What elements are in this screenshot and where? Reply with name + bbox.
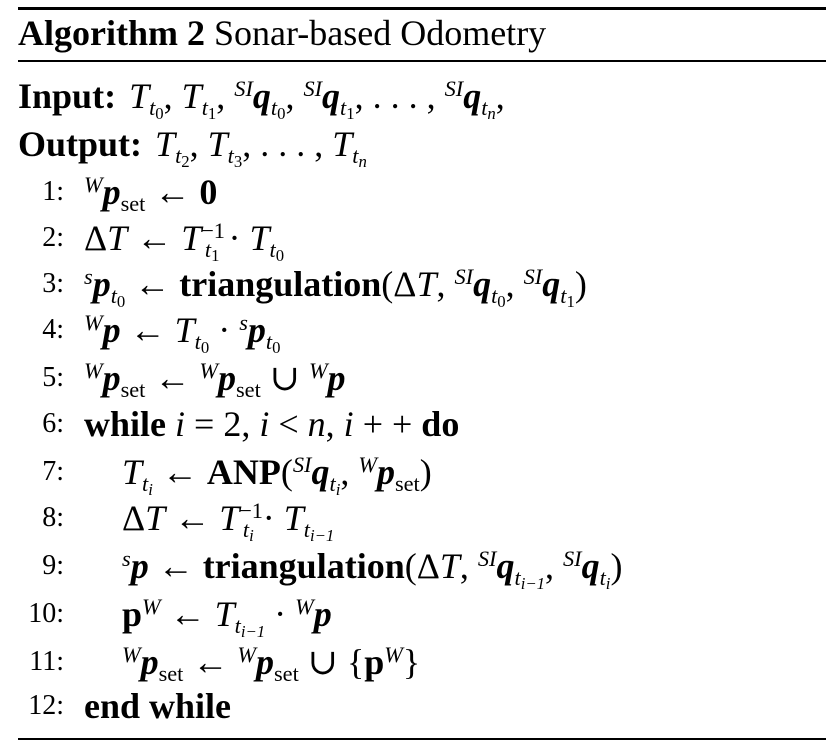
output-line: Output: Tt2, Tt3, . . . , Ttn [18, 124, 367, 171]
line-number: 2: [42, 222, 64, 253]
output-label: Output: [18, 124, 143, 164]
do-keyword: do [421, 404, 460, 444]
line-number: 12: [28, 690, 64, 721]
title-rule [18, 60, 826, 62]
line-number: 10: [28, 598, 64, 629]
algorithm-label: Algorithm 2 [18, 13, 205, 53]
triangulation-keyword: triangulation [202, 546, 405, 586]
line-number: 11: [29, 646, 64, 677]
bottom-rule [18, 738, 826, 740]
while-keyword: while [84, 404, 167, 444]
anp-keyword: ANP [206, 452, 281, 492]
line-number: 7: [42, 456, 64, 487]
end-while-keyword: end while [84, 686, 232, 726]
algorithm-name: Sonar-based Odometry [213, 13, 547, 53]
triangulation-keyword: triangulation [179, 264, 382, 304]
top-rule [18, 7, 826, 10]
line-number: 9: [42, 550, 64, 581]
input-line: Input: Tt0, Tt1, SIqt0, SIqt1, . . . , S… [18, 75, 505, 123]
line-number: 8: [42, 502, 64, 533]
algorithm-title: Algorithm 2 Sonar-based Odometry [18, 10, 546, 56]
line-number: 5: [42, 362, 64, 393]
line-number: 6: [42, 408, 64, 439]
line-number: 4: [42, 314, 64, 345]
input-label: Input: [18, 76, 117, 116]
line-number: 3: [42, 268, 64, 299]
line-number: 1: [42, 176, 64, 207]
